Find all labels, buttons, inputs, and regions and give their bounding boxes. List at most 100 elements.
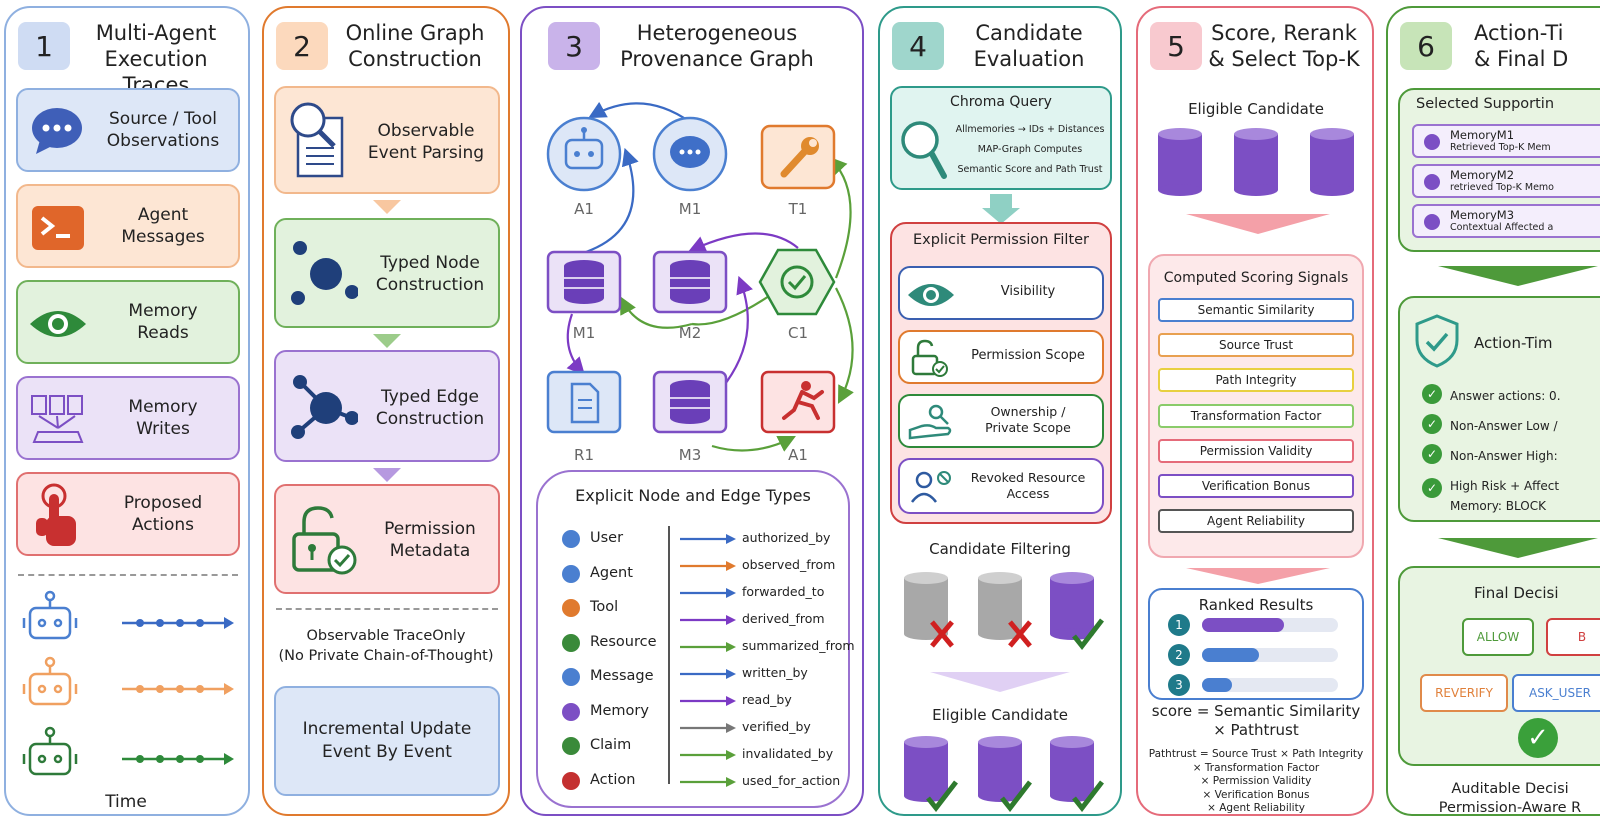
filter-visibility: Visibility [898, 266, 1104, 320]
step-label: Observable Event Parsing [367, 121, 485, 163]
rule-check-icon: ✓ [1422, 478, 1442, 498]
step-label: Typed Node Construction [375, 253, 485, 295]
legend-edge-label: written_by [742, 665, 808, 680]
legend-edge-label: summarized_from [742, 638, 855, 653]
legend-edge-arrow [680, 696, 736, 706]
legend-edge-label: used_for_action [742, 773, 841, 788]
legend-edge-arrow [680, 750, 736, 760]
chroma-line: MAP-Graph Computes [977, 144, 1083, 155]
node-a1-action [760, 370, 836, 434]
candidate-filtering-cylinders [904, 572, 1104, 651]
node-label: M1 [572, 324, 596, 342]
filter-revoked-access: Revoked Resource Access [898, 458, 1104, 514]
ranked-title: Ranked Results [1198, 596, 1314, 614]
node-m1-memory [546, 250, 622, 314]
step-number: 2 [276, 22, 328, 70]
step-number: 1 [18, 22, 70, 70]
panel-title: Heterogeneous Provenance Graph [620, 21, 814, 71]
memory-desc: retrieved Top-K Memo [1450, 182, 1554, 193]
eye-icon [30, 311, 86, 337]
filter-label: Ownership / Private Scope [985, 404, 1071, 435]
hand-key-icon [908, 404, 952, 440]
rank-badge: 2 [1168, 644, 1190, 666]
node-label: C1 [787, 324, 809, 342]
legend-node-dot [562, 668, 580, 686]
unlock-check-icon [292, 506, 357, 575]
legend-edge-arrow [680, 615, 736, 625]
legend-edge-label: invalidated_by [742, 746, 834, 761]
eye-icon [908, 284, 954, 306]
trace-item-memory-writes: Memory Writes [16, 376, 240, 460]
trace-item-label: Proposed Actions [123, 493, 203, 535]
final-check-icon: ✓ [1518, 718, 1558, 758]
legend-edge-label: forwarded_to [742, 584, 825, 599]
legend-edge-arrow [680, 534, 736, 544]
legend-node-dot [562, 564, 580, 583]
legend-node-dot [562, 633, 580, 652]
node-a1-agent [546, 116, 622, 192]
filter-label: Visibility [1000, 284, 1056, 299]
rank-badge: 1 [1168, 614, 1190, 636]
user-revoke-icon [911, 471, 951, 503]
rank-bar-fill [1202, 618, 1284, 632]
panel-title: Action-Ti & Final D [1474, 21, 1569, 71]
node-c1-claim [758, 248, 836, 316]
legend-node-label: Action [590, 771, 636, 788]
step-label: Typed Edge Construction [375, 387, 485, 429]
rank-bar-fill [1202, 678, 1232, 692]
step-number: 3 [548, 22, 600, 70]
node-t1-tool [760, 124, 836, 190]
step-event-parsing: Observable Event Parsing [274, 86, 500, 194]
step-node-construction: Typed Node Construction [274, 218, 500, 328]
legend-node-label: Memory [590, 702, 649, 719]
legend-title: Explicit Node and Edge Types [575, 486, 811, 505]
chroma-line: Semantic Score and Path Trust [957, 164, 1103, 175]
memory-dot [1424, 214, 1440, 230]
rejected-candidate [904, 572, 954, 648]
agent-timelines [22, 590, 234, 776]
legend-node-dot [562, 771, 580, 790]
memory-name: MemoryM2 [1450, 168, 1515, 182]
node-label: A1 [574, 200, 594, 218]
panel-score-rerank: 5 Score, Rerank & Select Top-K Eligible … [1136, 6, 1374, 816]
scoring-signal: Path Integrity [1158, 368, 1354, 393]
terminal-icon [32, 206, 84, 250]
flow-arrow [982, 208, 1020, 224]
rule-label: High Risk + Affect Memory: BLOCK [1450, 479, 1560, 513]
legend-edge-arrow [680, 669, 736, 679]
rule-check-icon: ✓ [1422, 384, 1442, 404]
time-label: Time [105, 792, 147, 812]
pathtrust-formula: Pathtrust = Source Trust × Path Integrit… [1148, 748, 1364, 814]
memory-dot [1424, 134, 1440, 150]
rule-label: Non-Answer High: [1450, 449, 1558, 463]
node-label: T1 [788, 200, 808, 218]
scoring-signal: Source Trust [1158, 333, 1354, 358]
step-label: Permission Metadata [384, 519, 476, 561]
node-label: M2 [678, 324, 702, 342]
trace-item-observations: Source / Tool Observations [16, 88, 240, 172]
legend-node-dot [562, 702, 580, 721]
decision-allow: ALLOW [1462, 618, 1534, 656]
decision-block: B [1546, 618, 1600, 656]
node-label: A1 [788, 446, 808, 464]
chroma-title: Chroma Query [950, 94, 1052, 110]
flow-arrow [373, 334, 401, 348]
flow-arrow [1438, 538, 1598, 558]
permission-filter-box: Explicit Permission Filter Visibility Pe… [890, 222, 1112, 524]
node-m2-memory [652, 250, 728, 314]
rank-bar-track [1202, 678, 1338, 692]
scoring-signal: Permission Validity [1158, 438, 1354, 463]
nodes-icon [291, 241, 358, 305]
step-number: 6 [1400, 22, 1452, 70]
final-title: Final Decisi [1474, 584, 1559, 602]
final-decision-box: Final Decisi ALLOW B REVERIFY ASK_USER ✓ [1398, 566, 1600, 766]
rank-bar-fill [1202, 648, 1259, 662]
filter-ownership: Ownership / Private Scope [898, 394, 1104, 448]
divider [276, 608, 498, 610]
legend-box: Explicit Node and Edge Types [536, 470, 850, 808]
rule-check-icon: ✓ [1422, 414, 1442, 434]
flow-arrow [373, 200, 401, 214]
incremental-update-box: Incremental Update Event By Event [274, 686, 500, 796]
memory-name: MemoryM3 [1450, 208, 1515, 222]
